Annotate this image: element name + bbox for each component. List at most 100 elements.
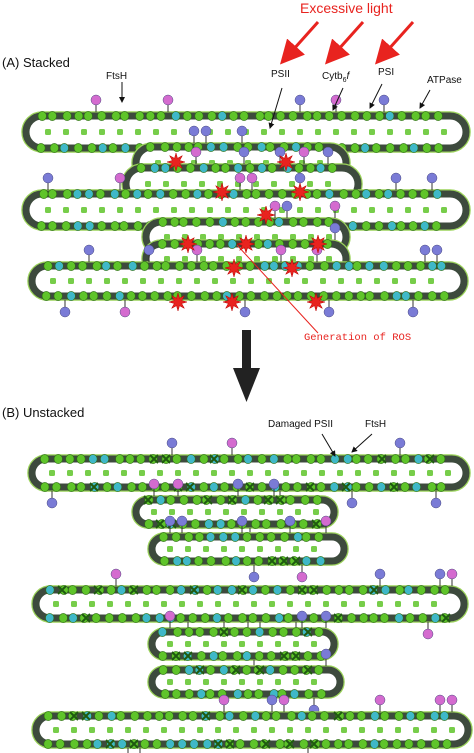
psii-complex	[287, 727, 293, 733]
psi-complex	[432, 189, 442, 199]
psii-complex	[287, 601, 293, 607]
psii-complex	[281, 482, 291, 492]
psii-complex	[305, 727, 311, 733]
psii-complex	[187, 509, 193, 515]
psii-complex	[117, 613, 127, 623]
ftsh-protease	[274, 146, 286, 158]
ftsh-protease	[419, 244, 431, 256]
x-mark-icon	[309, 739, 319, 749]
psii-complex	[157, 470, 163, 476]
psii-complex	[168, 189, 178, 199]
psii-complex	[218, 234, 224, 240]
psii-complex	[145, 142, 155, 152]
psii-complex	[431, 601, 437, 607]
psii-complex	[275, 546, 281, 552]
psii-complex	[239, 546, 245, 552]
psii-complex	[171, 665, 181, 675]
psii-complex	[83, 111, 93, 121]
psi-complex	[430, 613, 440, 623]
x-mark-icon	[263, 495, 273, 505]
psii-complex	[152, 261, 162, 271]
psii-complex	[272, 234, 278, 240]
psii-complex	[239, 111, 249, 121]
psii-complex	[151, 585, 161, 595]
psii-complex	[139, 470, 145, 476]
psii-complex	[143, 601, 149, 607]
psii-complex	[369, 613, 379, 623]
psi-complex	[101, 261, 111, 271]
psii-complex	[311, 641, 317, 647]
psii-complex	[188, 711, 198, 721]
psii-complex	[290, 234, 296, 240]
psii-complex	[171, 207, 177, 213]
psii-complex	[309, 613, 319, 623]
psii-complex	[172, 454, 182, 464]
psii-complex	[355, 470, 361, 476]
psii-complex	[316, 482, 326, 492]
unstacked-thylakoid-3	[147, 515, 349, 583]
psii-complex	[261, 711, 271, 721]
psii-complex	[320, 261, 330, 271]
psii-complex	[326, 256, 332, 262]
psii-complex	[82, 739, 92, 749]
psii-complex	[351, 207, 357, 213]
psii-complex	[95, 585, 105, 595]
psii-complex	[416, 711, 426, 721]
psii-complex	[58, 613, 68, 623]
psii-complex	[434, 143, 444, 153]
psii-complex	[170, 217, 180, 227]
psii-complex	[199, 261, 209, 271]
psi-complex	[176, 585, 186, 595]
psii-complex	[219, 454, 229, 464]
atp-synthase	[119, 306, 131, 318]
psii-complex	[233, 454, 243, 464]
psii-complex	[136, 454, 146, 464]
psii-complex	[436, 454, 446, 464]
psi-complex	[404, 585, 414, 595]
ftsh-protease	[232, 478, 244, 490]
psii-complex	[126, 291, 136, 301]
psii-complex	[200, 256, 206, 262]
psi-complex	[436, 261, 446, 271]
x-mark-icon	[291, 651, 301, 661]
psii-complex	[125, 727, 131, 733]
ftsh-protease	[238, 146, 250, 158]
x-mark-icon	[155, 519, 165, 529]
x-mark-icon	[303, 665, 313, 675]
psii-complex	[223, 613, 233, 623]
psii-complex	[203, 546, 209, 552]
psii-complex	[403, 261, 413, 271]
psii-complex	[287, 711, 297, 721]
x-mark-icon	[227, 495, 237, 505]
psi-complex	[219, 142, 229, 152]
psii-complex	[211, 163, 221, 173]
psii-complex	[121, 189, 131, 199]
psi-complex	[383, 189, 393, 199]
psii-complex	[215, 711, 225, 721]
light-arrow-3	[374, 20, 415, 65]
psi-complex	[227, 239, 237, 249]
atp-synthase	[278, 694, 290, 706]
atp-synthase	[446, 568, 458, 580]
psii-complex	[261, 613, 271, 623]
psii-complex	[76, 454, 86, 464]
psii-complex	[225, 207, 231, 213]
psii-complex	[311, 679, 317, 685]
atp-synthase	[296, 571, 308, 583]
psii-complex	[257, 454, 267, 464]
psii-complex	[404, 739, 414, 749]
psi-complex	[240, 495, 250, 505]
psii-complex	[254, 651, 264, 661]
psi-complex	[117, 739, 127, 749]
psi-complex	[177, 739, 187, 749]
psii-complex	[233, 727, 239, 733]
psii-complex	[307, 711, 317, 721]
psii-complex	[288, 111, 298, 121]
psii-complex	[182, 111, 192, 121]
psii-complex	[241, 217, 251, 227]
psi-complex	[150, 163, 160, 173]
psii-complex	[423, 129, 429, 135]
psii-complex	[377, 601, 383, 607]
psii-complex	[68, 278, 74, 284]
